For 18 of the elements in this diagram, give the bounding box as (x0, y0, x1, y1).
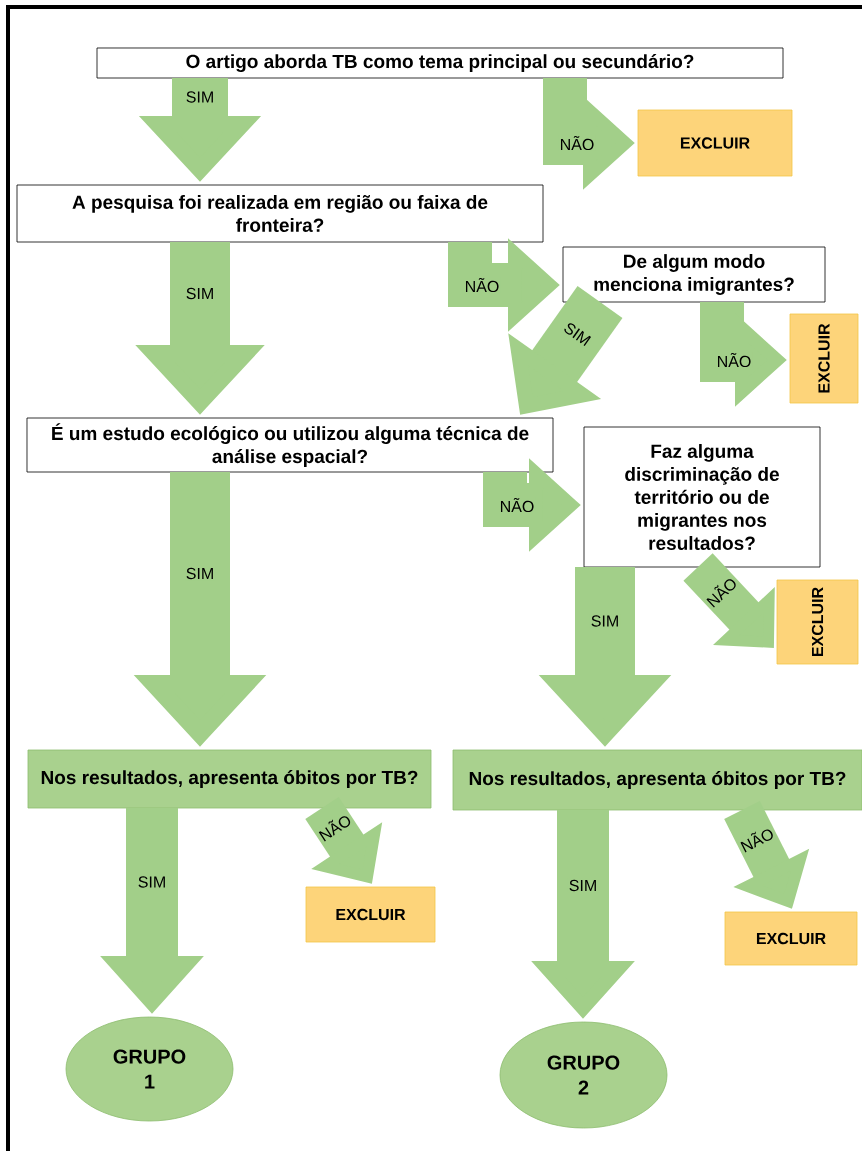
edge-label: SIM (561, 319, 594, 349)
question-box: De algum modo menciona imigrantes? (562, 246, 826, 303)
exclude-box: EXCLUIR (776, 579, 859, 665)
exclude-box: EXCLUIR (305, 886, 436, 943)
question-box: Faz alguma discriminação de território ou de migrantes nos resultados? (583, 426, 821, 568)
edge-label: SIM (184, 90, 216, 104)
question-box: É um estudo ecológico ou utilizou alguma técnica de análise espacial? (26, 417, 554, 473)
exclude-box: EXCLUIR (724, 911, 858, 966)
edge-label: NÃO (736, 823, 777, 855)
exclude-box: EXCLUIR (789, 313, 859, 404)
question-box: O artigo aborda TB como tema principal ou secundário? (96, 47, 784, 79)
result-box: Nos resultados, apresenta óbitos por TB? (452, 749, 862, 811)
result-box: Nos resultados, apresenta óbitos por TB? (27, 749, 432, 809)
exclude-box: EXCLUIR (637, 109, 793, 177)
edge-label: SIM (136, 875, 168, 889)
question-box: A pesquisa foi realizada em região ou faixa de fronteira? (16, 184, 544, 243)
edge-label: SIM (589, 614, 621, 628)
edge-label: NÃO (314, 809, 355, 844)
